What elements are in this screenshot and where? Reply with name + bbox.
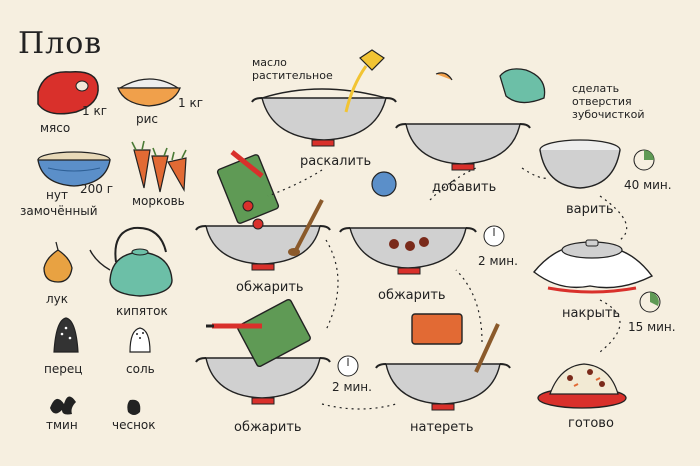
pepper-label: перец bbox=[44, 362, 83, 376]
carrot-label: морковь bbox=[132, 194, 185, 208]
pan-grate bbox=[375, 313, 511, 411]
step-done: готово bbox=[568, 416, 614, 431]
plate-done bbox=[537, 363, 627, 409]
salt-icon bbox=[129, 327, 151, 353]
holes-note: сделать отверстия зубочисткой bbox=[572, 82, 645, 121]
pan-fry-meat bbox=[195, 150, 331, 271]
pan-heat bbox=[251, 49, 397, 147]
step-fry-meat: обжарить bbox=[236, 280, 304, 295]
carrot-icon bbox=[131, 140, 187, 193]
step-grate: натереть bbox=[410, 420, 474, 435]
timer-2min-b: 2 мин. bbox=[478, 254, 518, 268]
salt-label: соль bbox=[126, 362, 155, 376]
chickpea-bowl-icon bbox=[37, 151, 111, 187]
timer-40min: 40 мин. bbox=[624, 178, 672, 192]
timer-icon bbox=[337, 355, 359, 377]
pot-cover bbox=[533, 239, 661, 313]
step-cover: накрыть bbox=[562, 306, 621, 321]
garlic-icon bbox=[127, 399, 141, 415]
onion-icon bbox=[43, 241, 73, 283]
pan-fry-onion bbox=[195, 298, 331, 405]
oil-label: масло растительное bbox=[252, 56, 333, 82]
chickpea-qty: 200 г bbox=[80, 182, 114, 196]
water-label: кипяток bbox=[116, 304, 168, 318]
rice-label: рис bbox=[136, 112, 159, 126]
step-fry-onion: обжарить bbox=[234, 420, 302, 435]
chickpea-note: замочённый bbox=[20, 204, 98, 218]
timer-icon bbox=[483, 225, 505, 247]
cumin-icon bbox=[50, 396, 76, 415]
chickpea-label: нут bbox=[46, 188, 68, 202]
garlic-label: чеснок bbox=[112, 418, 156, 432]
pan-add bbox=[395, 68, 546, 171]
step-add: добавить bbox=[432, 180, 497, 195]
cumin-label: тмин bbox=[46, 418, 78, 432]
pan-fry-middle bbox=[339, 171, 477, 275]
pepper-icon bbox=[53, 317, 79, 353]
step-fry-middle: обжарить bbox=[378, 288, 446, 303]
rice-qty: 1 кг bbox=[178, 96, 204, 110]
timer-15min: 15 мин. bbox=[628, 320, 676, 334]
kettle-icon bbox=[89, 226, 173, 297]
rice-bowl-icon bbox=[117, 78, 181, 107]
timer-2min-a: 2 мин. bbox=[332, 380, 372, 394]
onion-label: лук bbox=[46, 292, 69, 306]
meat-icon bbox=[37, 71, 99, 115]
recipe-title: Плов bbox=[18, 26, 103, 61]
meat-label: мясо bbox=[40, 121, 71, 135]
step-cook: варить bbox=[566, 202, 614, 217]
flow-arrows bbox=[267, 167, 628, 410]
pot-cook bbox=[539, 139, 655, 189]
meat-qty: 1 кг bbox=[82, 104, 108, 118]
step-heat: раскалить bbox=[300, 154, 372, 169]
